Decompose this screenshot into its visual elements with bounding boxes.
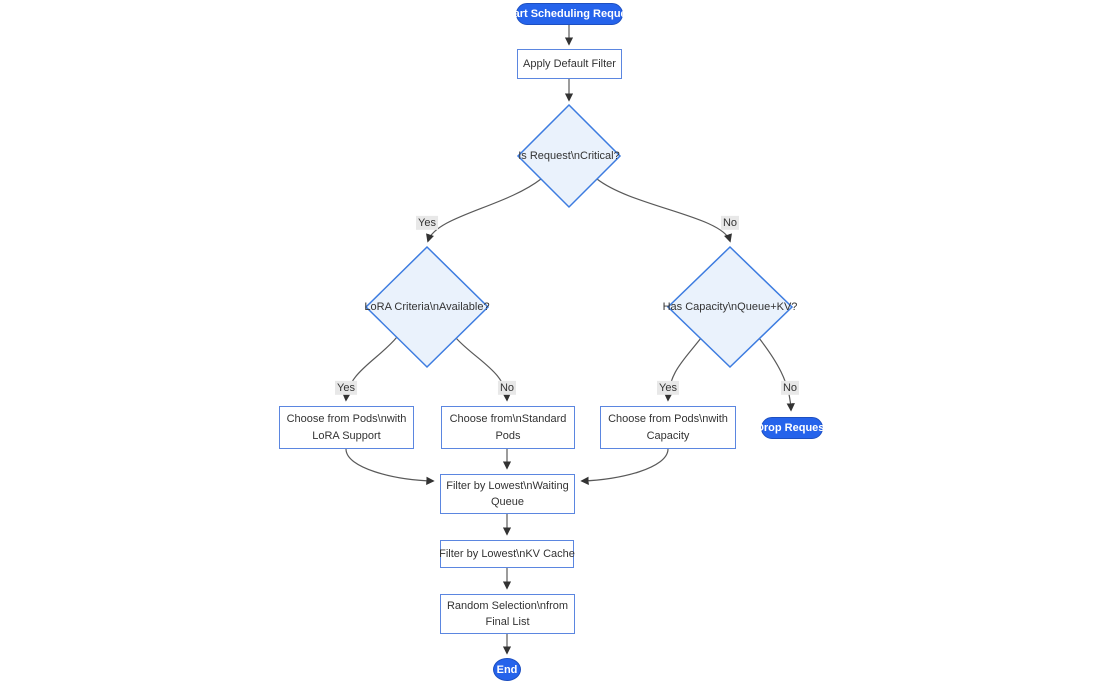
node-choose-lora-pods: Choose from Pods\nwith LoRA Support — [279, 406, 414, 449]
edge-lora-pods-to-waiting — [345, 448, 435, 486]
node-drop-request: Drop Request — [756, 417, 828, 439]
decision-lora-criteria-shape — [364, 245, 490, 369]
node-choose-standard-pods: Choose from\nStandard Pods — [441, 406, 575, 449]
edge-label-capacity-yes: Yes — [657, 380, 679, 396]
decision-has-capacity-shape — [666, 245, 794, 369]
node-start: Start Scheduling Request — [503, 3, 636, 25]
node-end: End — [493, 658, 521, 681]
edge-label-capacity-no: No — [780, 380, 800, 396]
node-filter-waiting-queue: Filter by Lowest\nWaiting Queue — [440, 474, 575, 514]
decision-lora-criteria-label: LoRA Criteria\nAvailable? — [364, 301, 490, 313]
edge-critical-no — [596, 178, 732, 243]
node-random-selection: Random Selection\nfrom Final List — [440, 594, 575, 634]
node-choose-capacity-pods: Choose from Pods\nwith Capacity — [600, 406, 736, 449]
edge-capacity-no — [758, 337, 795, 412]
decision-is-critical-shape — [516, 103, 622, 209]
edge-label-critical-no: No — [720, 215, 740, 231]
edge-label-lora-no: No — [497, 380, 517, 396]
edge-critical-yes — [426, 178, 542, 243]
edge-label-lora-yes: Yes — [335, 380, 357, 396]
edge-label-critical-yes: Yes — [416, 215, 438, 231]
node-apply-default-filter: Apply Default Filter — [517, 49, 622, 79]
node-filter-kv-cache: Filter by Lowest\nKV Cache — [439, 540, 575, 568]
decision-is-critical-label: Is Request\nCritical? — [518, 150, 620, 162]
decision-has-capacity-label: Has Capacity\nQueue+KV? — [662, 301, 798, 313]
edge-capacity-pods-to-waiting — [580, 448, 669, 486]
